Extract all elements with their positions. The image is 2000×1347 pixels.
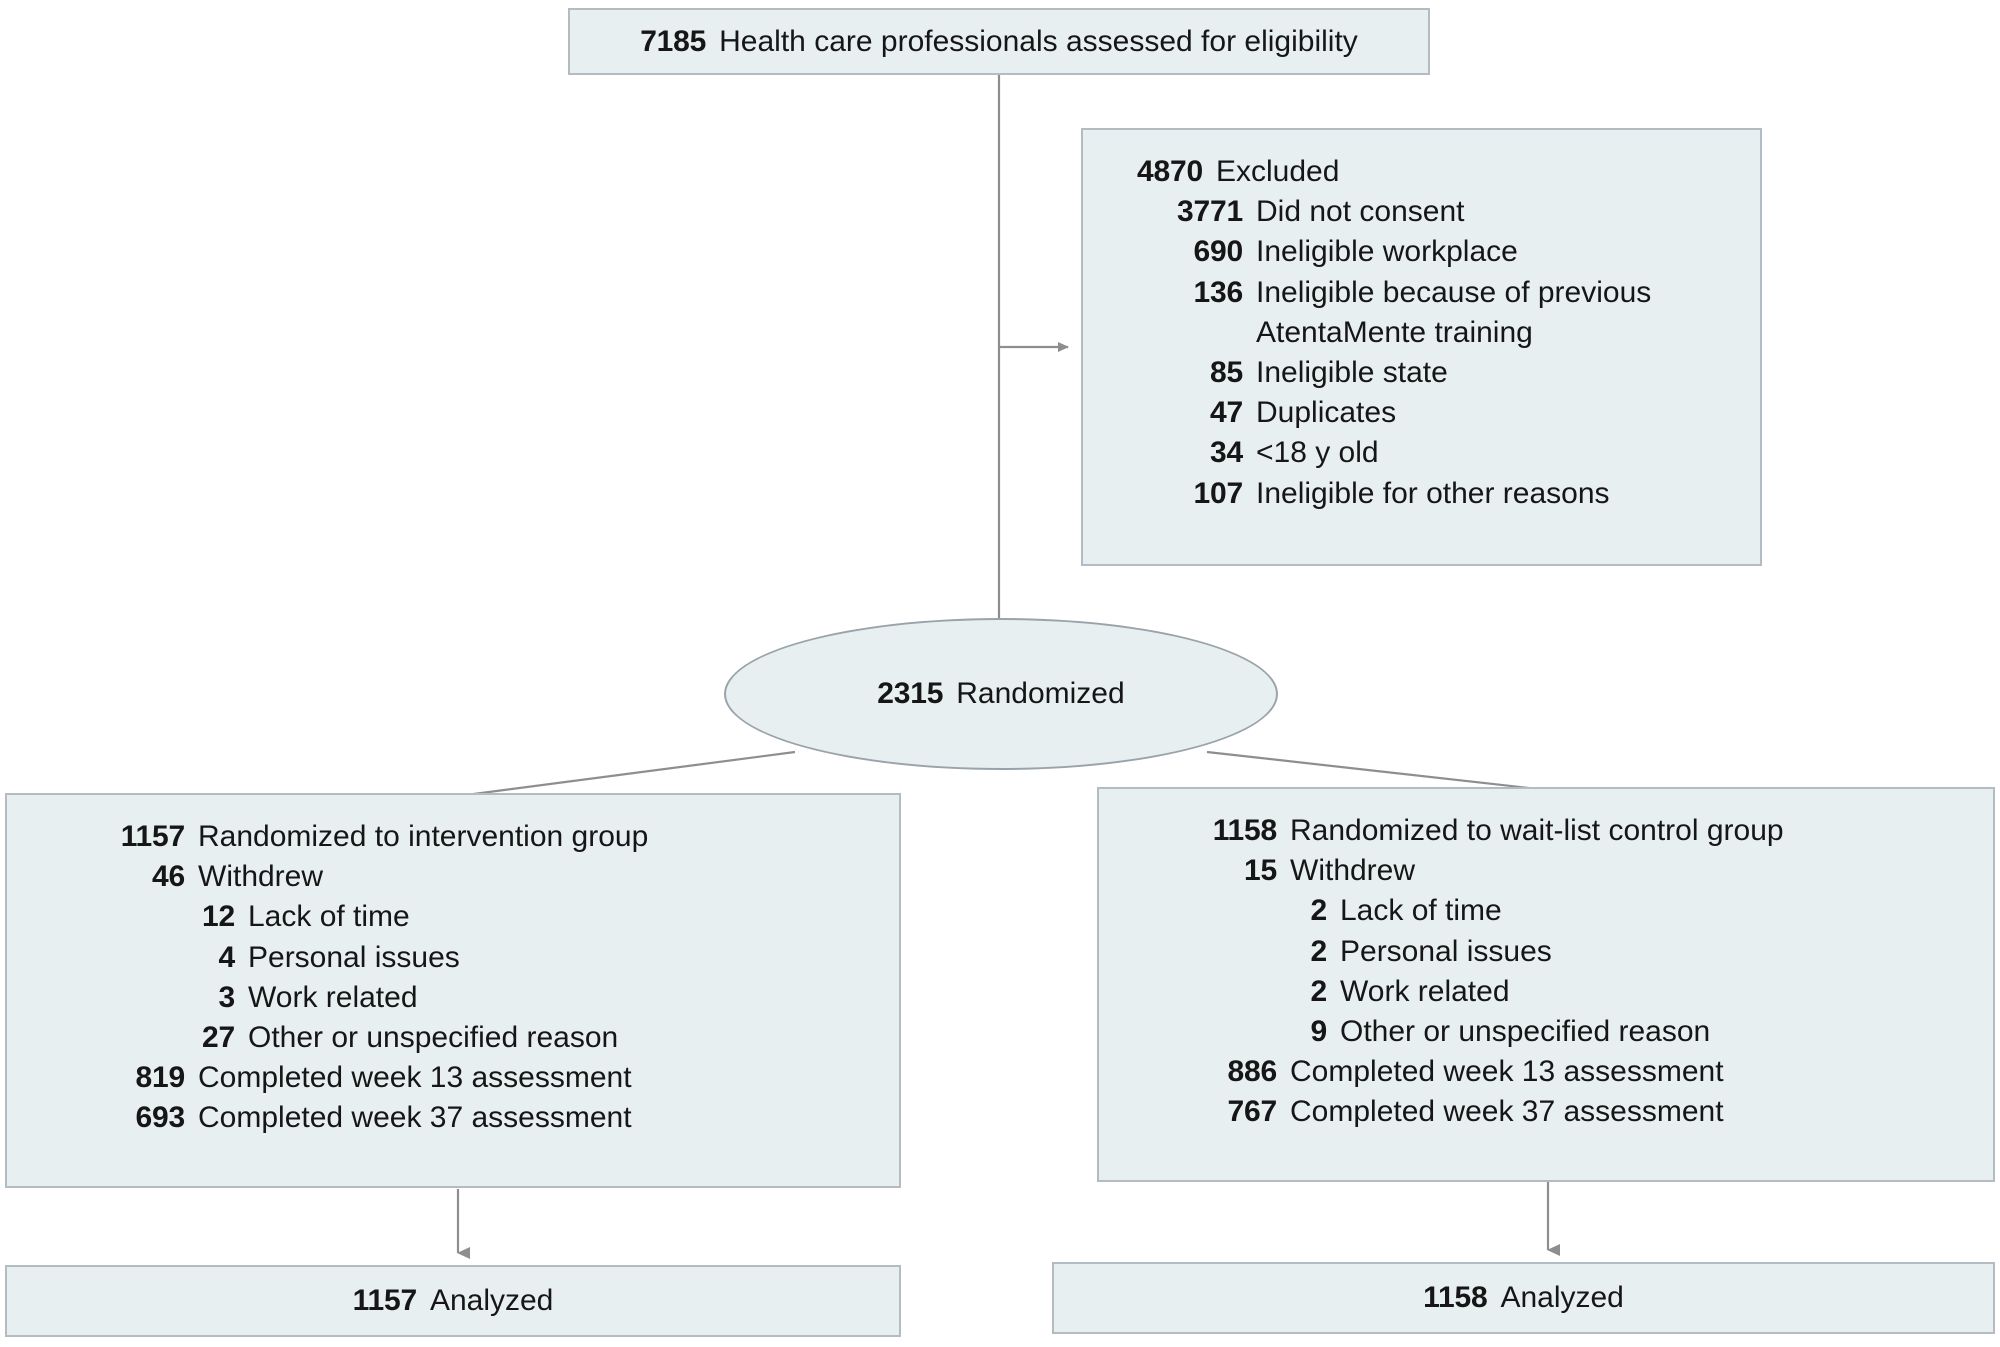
- node-randomized: 2315 Randomized: [724, 618, 1278, 770]
- excluded-reason-label: Ineligible workplace: [1256, 235, 1518, 269]
- excluded-reason-count: 3771: [1177, 195, 1243, 229]
- intervention-withdraw-reason-label: Lack of time: [248, 900, 410, 934]
- control-withdrew-label: Withdrew: [1290, 854, 1416, 888]
- control-total-row: 1158 Randomized to wait-list control gro…: [1099, 811, 1993, 851]
- control-completed-row: 886 Completed week 13 assessment: [1099, 1052, 1993, 1092]
- intervention-withdraw-reason-count: 4: [218, 940, 236, 974]
- control-withdraw-reason-count: 9: [1310, 1014, 1328, 1048]
- excluded-label: Excluded: [1216, 155, 1340, 188]
- intervention-withdraw-reason-label: Personal issues: [248, 940, 460, 974]
- control-withdraw-reason-row: 2 Work related: [1099, 972, 1993, 1012]
- intervention-withdraw-reason-row: 12 Lack of time: [7, 897, 899, 937]
- excluded-reason-row: 3771 Did not consent: [1083, 192, 1760, 232]
- excluded-reason-row: 47 Duplicates: [1083, 393, 1760, 433]
- intervention-withdraw-reason-count: 27: [202, 1020, 235, 1054]
- randomized-count: 2315: [877, 677, 944, 710]
- control-withdraw-reason-count: 2: [1310, 934, 1328, 968]
- intervention-withdrew-count: 46: [152, 860, 185, 894]
- node-analyzed-intervention: 1157 Analyzed: [5, 1265, 901, 1337]
- excluded-reason-count: 690: [1193, 235, 1244, 269]
- control-completed-row: 767 Completed week 37 assessment: [1099, 1092, 1993, 1132]
- control-count: 1158: [1212, 814, 1277, 847]
- control-withdrew-row: 15 Withdrew: [1099, 851, 1993, 891]
- intervention-label: Randomized to intervention group: [198, 820, 649, 853]
- control-withdrew-count: 15: [1244, 854, 1277, 888]
- excluded-reason-count: 34: [1210, 436, 1243, 470]
- excluded-reason-count: 136: [1193, 275, 1244, 309]
- excluded-reason-count: 107: [1193, 476, 1244, 510]
- analyzed-left-count: 1157: [352, 1284, 417, 1317]
- excluded-reason-row: 136 Ineligible because of previous Atent…: [1083, 273, 1760, 353]
- excluded-rows: 4870 Excluded 3771 Did not consent 690 I…: [1083, 130, 1760, 514]
- control-completed-count: 886: [1227, 1055, 1278, 1089]
- assessed-count: 7185: [640, 24, 707, 58]
- excluded-reason-row: 34 <18 y old: [1083, 433, 1760, 473]
- node-assessed-for-eligibility: 7185 Health care professionals assessed …: [568, 8, 1430, 75]
- intervention-withdraw-reason-row: 3 Work related: [7, 978, 899, 1018]
- excluded-reason-count: 85: [1210, 355, 1243, 389]
- excluded-reason-row: 85 Ineligible state: [1083, 353, 1760, 393]
- intervention-completed-count: 693: [135, 1101, 186, 1135]
- excluded-reason-label: Duplicates: [1256, 396, 1397, 430]
- control-withdraw-reason-count: 2: [1310, 894, 1328, 928]
- excluded-reason-label: Ineligible because of previous AtentaMen…: [1256, 275, 1652, 349]
- assessed-label: Health care professionals assessed for e…: [719, 24, 1358, 58]
- node-analyzed-control: 1158 Analyzed: [1052, 1262, 1995, 1334]
- intervention-withdrew-label: Withdrew: [198, 860, 324, 894]
- control-rows: 1158 Randomized to wait-list control gro…: [1099, 789, 1993, 1133]
- excluded-total-row: 4870 Excluded: [1083, 152, 1760, 192]
- intervention-withdraw-reason-count: 12: [202, 900, 235, 934]
- control-withdraw-reason-label: Other or unspecified reason: [1340, 1014, 1711, 1048]
- control-completed-label: Completed week 37 assessment: [1290, 1095, 1724, 1129]
- intervention-withdraw-reason-row: 27 Other or unspecified reason: [7, 1018, 899, 1058]
- analyzed-right-label: Analyzed: [1500, 1281, 1624, 1314]
- excluded-reason-label: <18 y old: [1256, 436, 1379, 470]
- intervention-completed-count: 819: [135, 1061, 186, 1095]
- analyzed-right-line: 1158 Analyzed: [1054, 1281, 1993, 1315]
- control-withdraw-reason-row: 9 Other or unspecified reason: [1099, 1012, 1993, 1052]
- excluded-reason-row: 690 Ineligible workplace: [1083, 232, 1760, 272]
- control-withdraw-reason-label: Lack of time: [1340, 894, 1502, 928]
- intervention-count: 1157: [120, 820, 185, 853]
- control-withdraw-reason-count: 2: [1310, 974, 1328, 1008]
- control-completed-count: 767: [1227, 1095, 1278, 1129]
- intervention-completed-row: 693 Completed week 37 assessment: [7, 1098, 899, 1138]
- analyzed-right-count: 1158: [1423, 1281, 1488, 1314]
- intervention-withdraw-reason-row: 4 Personal issues: [7, 938, 899, 978]
- node-intervention-group: 1157 Randomized to intervention group 46…: [5, 793, 901, 1188]
- analyzed-left-label: Analyzed: [429, 1284, 554, 1317]
- excluded-reason-row: 107 Ineligible for other reasons: [1083, 474, 1760, 514]
- intervention-rows: 1157 Randomized to intervention group 46…: [7, 795, 899, 1139]
- excluded-reason-label: Did not consent: [1256, 195, 1465, 229]
- intervention-completed-label: Completed week 37 assessment: [198, 1101, 632, 1135]
- excluded-reason-label: Ineligible state: [1256, 355, 1448, 389]
- intervention-withdrew-row: 46 Withdrew: [7, 857, 899, 897]
- control-withdraw-reason-label: Personal issues: [1340, 934, 1552, 968]
- intervention-withdraw-reason-label: Work related: [248, 980, 418, 1014]
- excluded-count: 4870: [1137, 155, 1203, 188]
- control-withdraw-reason-row: 2 Personal issues: [1099, 932, 1993, 972]
- assessed-line: 7185 Health care professionals assessed …: [570, 25, 1428, 59]
- control-label: Randomized to wait-list control group: [1290, 814, 1784, 847]
- intervention-completed-label: Completed week 13 assessment: [198, 1061, 632, 1095]
- excluded-reason-label: Ineligible for other reasons: [1256, 476, 1610, 510]
- intervention-total-row: 1157 Randomized to intervention group: [7, 817, 899, 857]
- node-wait-list-control-group: 1158 Randomized to wait-list control gro…: [1097, 787, 1995, 1182]
- intervention-withdraw-reason-label: Other or unspecified reason: [248, 1020, 619, 1054]
- randomized-label: Randomized: [956, 677, 1125, 710]
- intervention-completed-row: 819 Completed week 13 assessment: [7, 1058, 899, 1098]
- control-completed-label: Completed week 13 assessment: [1290, 1055, 1724, 1089]
- excluded-reason-count: 47: [1210, 396, 1243, 430]
- intervention-withdraw-reason-count: 3: [218, 980, 236, 1014]
- control-withdraw-reason-row: 2 Lack of time: [1099, 891, 1993, 931]
- node-excluded: 4870 Excluded 3771 Did not consent 690 I…: [1081, 128, 1762, 566]
- control-withdraw-reason-label: Work related: [1340, 974, 1510, 1008]
- analyzed-left-line: 1157 Analyzed: [7, 1284, 899, 1318]
